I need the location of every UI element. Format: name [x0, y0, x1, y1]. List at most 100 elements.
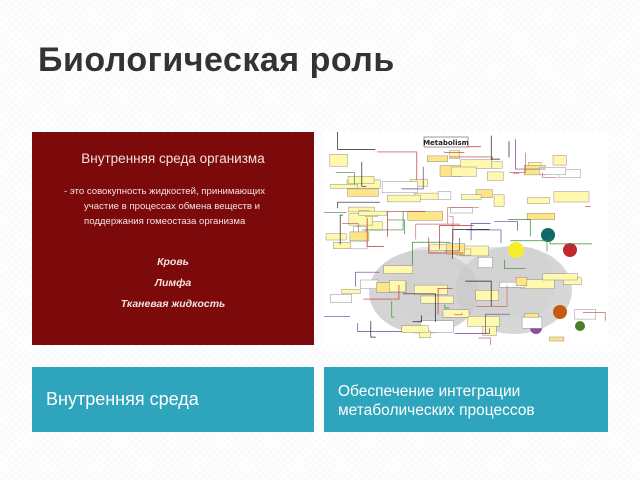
pathway-link	[324, 212, 347, 213]
pathway-box	[487, 171, 504, 181]
pathway-link	[357, 322, 403, 332]
pathway-link	[454, 312, 463, 316]
organelle-shape	[553, 305, 567, 319]
pathway-box	[553, 191, 590, 203]
pathway-link	[465, 280, 492, 307]
pathway-box	[341, 288, 361, 294]
pathway-box	[491, 161, 503, 169]
pathway-box	[387, 194, 421, 203]
image-heading: Внутренняя среда организма	[81, 151, 265, 166]
pathway-link	[439, 225, 474, 250]
pathway-box	[552, 155, 567, 166]
caption-metabolic-integration: Обеспечение интеграции метаболических пр…	[324, 367, 608, 432]
caption-internal-environment: Внутренняя среда	[32, 367, 314, 432]
pathway-box	[442, 309, 470, 318]
pathway-box	[426, 155, 448, 162]
pathway-link	[335, 172, 355, 185]
pathway-box	[450, 166, 477, 177]
list-item: Тканевая жидкость	[120, 298, 226, 310]
fluid-list: Кровь Лимфа Тканевая жидкость	[32, 252, 314, 315]
pathway-link	[415, 223, 460, 240]
pathway-box	[347, 176, 375, 184]
pathway-link	[339, 214, 344, 245]
pathway-link	[342, 223, 359, 233]
pathway-link	[490, 135, 500, 160]
pathway-box	[467, 316, 500, 327]
pathway-box	[460, 194, 482, 200]
pathway-box	[475, 290, 499, 301]
caption-right-line-1: Обеспечение интеграции	[338, 382, 521, 400]
pathway-link	[412, 241, 451, 265]
pathway-box	[381, 181, 418, 194]
pathway-box	[383, 265, 413, 274]
pathway-link	[449, 216, 454, 242]
pathway-box	[446, 243, 465, 255]
pathway-box	[401, 325, 429, 333]
pathway-link	[403, 293, 436, 322]
organelle-shape	[541, 228, 555, 242]
pathway-link	[387, 219, 406, 235]
pathway-link	[494, 221, 518, 231]
pathway-box	[515, 276, 528, 286]
pathway-link	[354, 271, 380, 287]
pathway-box	[420, 295, 454, 304]
diagram-title-box	[423, 136, 469, 148]
pathway-link	[454, 328, 490, 334]
pathway-link	[324, 316, 351, 317]
pathway-box	[450, 207, 473, 214]
pathway-link	[476, 285, 508, 307]
pathway-box	[325, 233, 347, 241]
list-item: Лимфа	[154, 277, 192, 289]
pathway-link	[370, 321, 376, 338]
pathway-link	[478, 337, 491, 345]
pathway-box	[358, 210, 388, 216]
pathway-link	[361, 161, 367, 187]
pathway-box	[538, 167, 566, 175]
pathway-link	[515, 139, 546, 170]
organelle-shape	[563, 243, 577, 257]
diagram-links	[324, 132, 606, 345]
diagram-boxes	[325, 150, 597, 342]
pathway-link	[542, 172, 557, 178]
pathway-box	[389, 280, 406, 293]
pathway-box	[549, 336, 565, 342]
pathway-link	[337, 201, 381, 209]
pathway-link	[510, 240, 548, 252]
pathway-box	[475, 189, 493, 198]
pathway-box	[493, 194, 505, 207]
pathway-link	[485, 313, 510, 335]
organelle-shape	[575, 321, 585, 331]
metabolism-diagram-image: Metabolism	[324, 132, 608, 345]
caption-left-text: Внутренняя среда	[46, 389, 199, 409]
pathway-link	[366, 217, 384, 247]
caption-right-line-2: метаболических процессов	[338, 401, 535, 419]
pathway-box	[524, 312, 539, 318]
pathway-link	[362, 211, 404, 231]
metabolism-diagram: Metabolism	[324, 132, 606, 345]
pathway-box	[527, 197, 550, 204]
pathway-link	[582, 312, 606, 321]
pathway-link	[466, 229, 502, 244]
pathway-box	[449, 150, 461, 159]
pathway-link	[507, 219, 531, 237]
pathway-link	[504, 260, 526, 269]
pathway-box	[526, 213, 555, 220]
pathway-box	[521, 316, 543, 329]
pathway-box	[360, 279, 379, 289]
pathway-box	[330, 294, 353, 303]
pathway-link	[449, 156, 493, 161]
image-definition: - это совокупность жидкостей, принимающи…	[64, 184, 298, 229]
pathway-link	[377, 151, 418, 181]
pathway-box	[437, 191, 452, 200]
pathway-link	[387, 210, 426, 237]
pathway-box	[413, 284, 448, 295]
pathway-link	[337, 132, 376, 150]
definition-line-1: - это совокупность жидкостей, принимающи…	[64, 186, 266, 197]
definition-line-2: участие в процессах обмена веществ и	[84, 201, 261, 212]
pathway-link	[509, 152, 526, 173]
pathway-box	[349, 231, 370, 242]
pathway-box	[330, 184, 358, 189]
pathway-box	[542, 273, 578, 281]
pathway-link	[447, 207, 479, 224]
pathway-link	[437, 287, 453, 315]
